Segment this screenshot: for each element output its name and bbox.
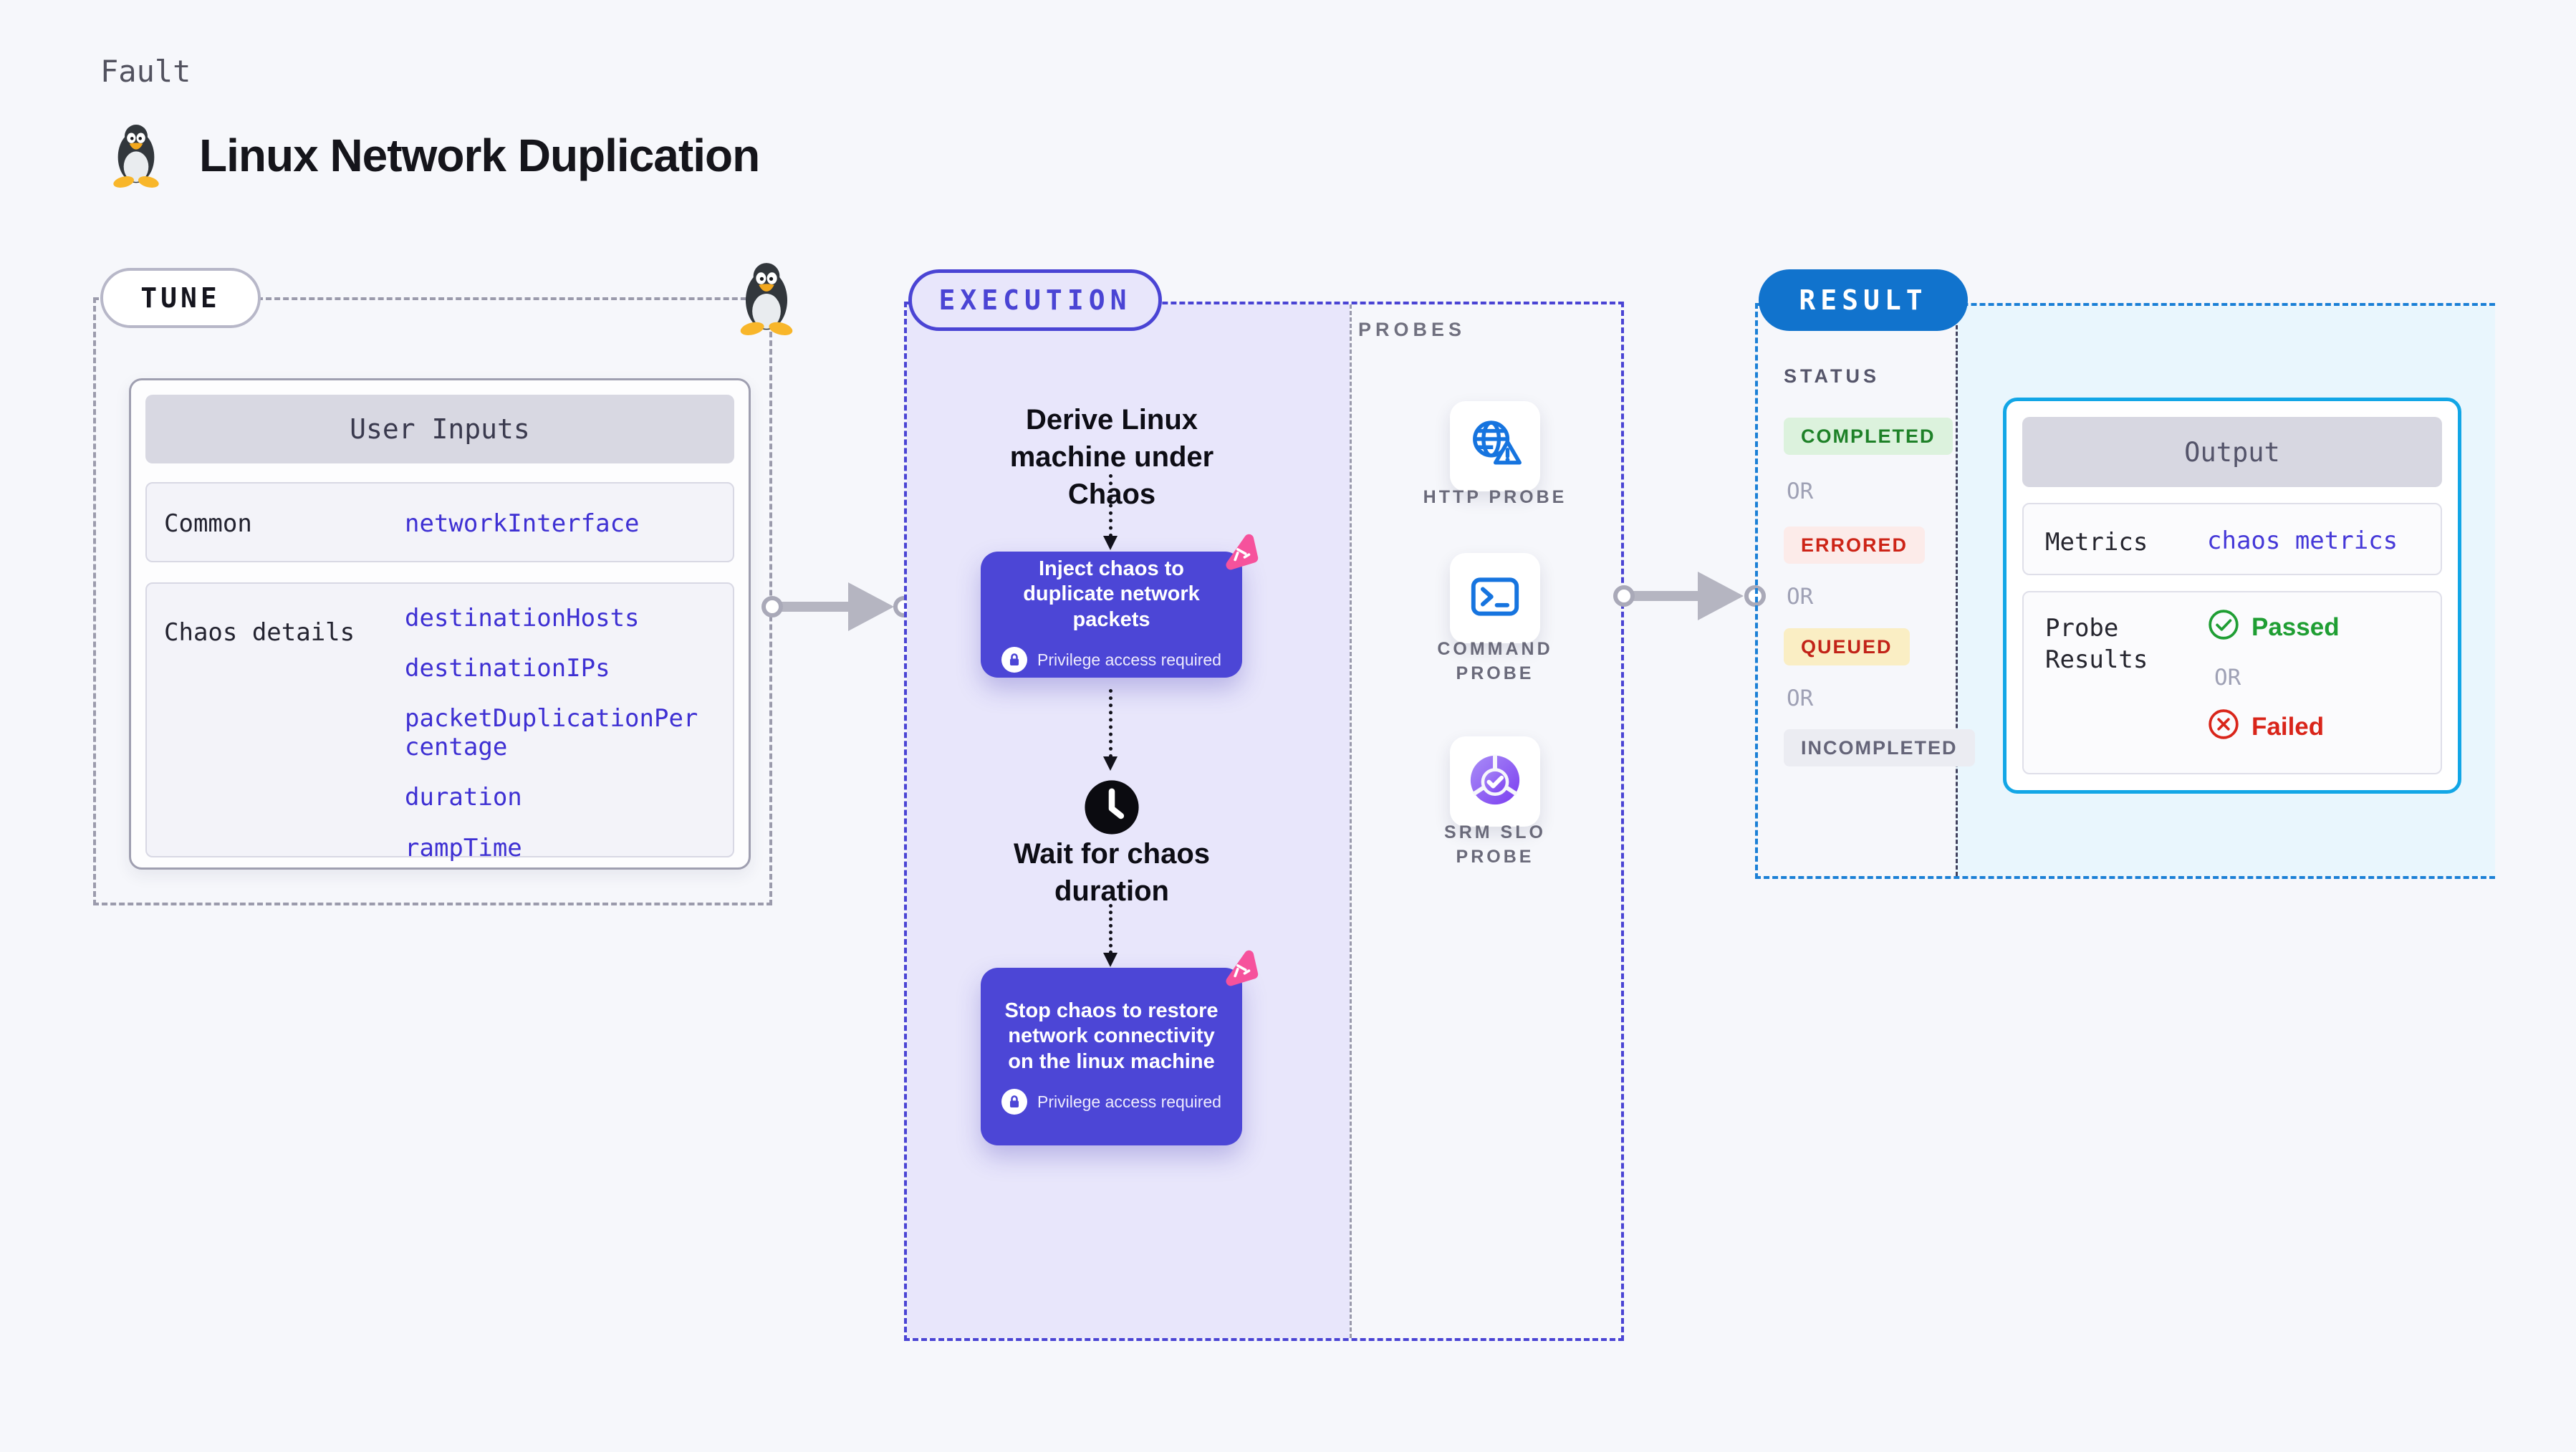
probe-result-passed: Passed xyxy=(2207,608,2340,648)
globe-warning-icon xyxy=(1464,414,1526,479)
metrics-value: chaos metrics xyxy=(2207,527,2398,556)
output-card: Output Metrics chaos metrics Probe Resul… xyxy=(2003,398,2461,794)
execution-probes-divider xyxy=(1350,304,1352,1338)
status-badge-queued: QUEUED xyxy=(1784,628,1910,665)
stop-chaos-node: Stop chaos to restore network connectivi… xyxy=(981,968,1242,1145)
result-badge: RESULT xyxy=(1759,269,1968,331)
terminal-icon xyxy=(1465,567,1525,630)
http-probe-card xyxy=(1450,401,1540,491)
fault-eyebrow-label: Fault xyxy=(100,54,191,89)
input-value: destinationIPs xyxy=(405,654,610,683)
lock-icon xyxy=(1001,1089,1028,1115)
stop-chaos-text: Stop chaos to restore network connectivi… xyxy=(1004,999,1219,1073)
privilege-note: Privilege access required xyxy=(1037,650,1221,669)
inject-chaos-text: Inject chaos to duplicate network packet… xyxy=(1023,557,1200,631)
connector-dot xyxy=(761,596,783,617)
user-inputs-card: User Inputs Common networkInterface Chao… xyxy=(129,378,751,870)
input-value: duration xyxy=(405,783,522,812)
clock-icon xyxy=(1082,778,1141,837)
probes-title: PROBES xyxy=(1358,319,1466,340)
flow-connector xyxy=(1109,689,1112,758)
user-inputs-row-chaos-details: Chaos details destinationHosts destinati… xyxy=(145,582,734,862)
check-circle-icon xyxy=(2207,608,2240,648)
step-wait-duration: Wait for chaos duration xyxy=(1013,838,1211,907)
flow-arrowhead xyxy=(1103,536,1118,550)
command-probe-card xyxy=(1450,553,1540,643)
slo-pie-check-icon xyxy=(1465,750,1525,814)
user-inputs-row-common: Common networkInterface xyxy=(145,482,734,562)
probe-result-failed: Failed xyxy=(2207,708,2340,747)
chaos-pink-logo-icon xyxy=(1218,949,1259,991)
flow-arrowhead xyxy=(1103,756,1118,771)
probe-results-label: Probe Results xyxy=(2045,613,2148,674)
or-label: OR xyxy=(2214,664,2241,691)
passed-label: Passed xyxy=(2251,613,2340,642)
input-value: networkInterface xyxy=(405,509,640,538)
row-label: Common xyxy=(164,509,252,538)
result-status-divider xyxy=(1956,306,1958,876)
srm-slo-probe-label: SRM SLO PROBE xyxy=(1444,822,1546,867)
row-label: Chaos details xyxy=(164,618,355,647)
or-label: OR xyxy=(1787,479,1814,504)
metrics-label: Metrics xyxy=(2045,528,2148,557)
status-badge-errored: ERRORED xyxy=(1784,527,1926,564)
lock-icon xyxy=(1001,647,1028,673)
tux-penguin-small-icon xyxy=(732,256,801,335)
x-circle-icon xyxy=(2207,708,2240,747)
execution-badge: EXECUTION xyxy=(908,269,1162,331)
flow-connector xyxy=(1109,474,1112,537)
privilege-note: Privilege access required xyxy=(1037,1092,1221,1111)
flow-arrowhead xyxy=(1103,953,1118,967)
input-value: destinationHosts xyxy=(405,604,640,633)
user-inputs-title: User Inputs xyxy=(145,395,734,463)
status-title: STATUS xyxy=(1784,365,1880,387)
inject-chaos-node: Inject chaos to duplicate network packet… xyxy=(981,552,1242,678)
input-value: rampTime xyxy=(405,833,522,862)
status-badge-completed: COMPLETED xyxy=(1784,418,1953,455)
input-value: packetDuplicationPercentage xyxy=(405,704,698,762)
srm-slo-probe-card xyxy=(1450,736,1540,827)
page-title: Linux Network Duplication xyxy=(199,130,760,181)
status-badge-incompleted: INCOMPLETED xyxy=(1784,729,1975,766)
http-probe-label: HTTP PROBE xyxy=(1423,487,1567,507)
flow-connector xyxy=(1109,904,1112,954)
tux-penguin-icon xyxy=(106,119,166,188)
output-probe-results-row: Probe Results Passed OR xyxy=(2022,590,2442,774)
connector-dot xyxy=(1613,585,1635,607)
output-metrics-row: Metrics chaos metrics xyxy=(2022,503,2442,575)
command-probe-label: COMMAND PROBE xyxy=(1437,639,1553,683)
tune-badge: TUNE xyxy=(100,268,261,328)
or-label: OR xyxy=(1787,686,1814,711)
output-title: Output xyxy=(2022,417,2442,488)
or-label: OR xyxy=(1787,584,1814,610)
chaos-pink-logo-icon xyxy=(1218,533,1259,574)
failed-label: Failed xyxy=(2251,713,2325,741)
